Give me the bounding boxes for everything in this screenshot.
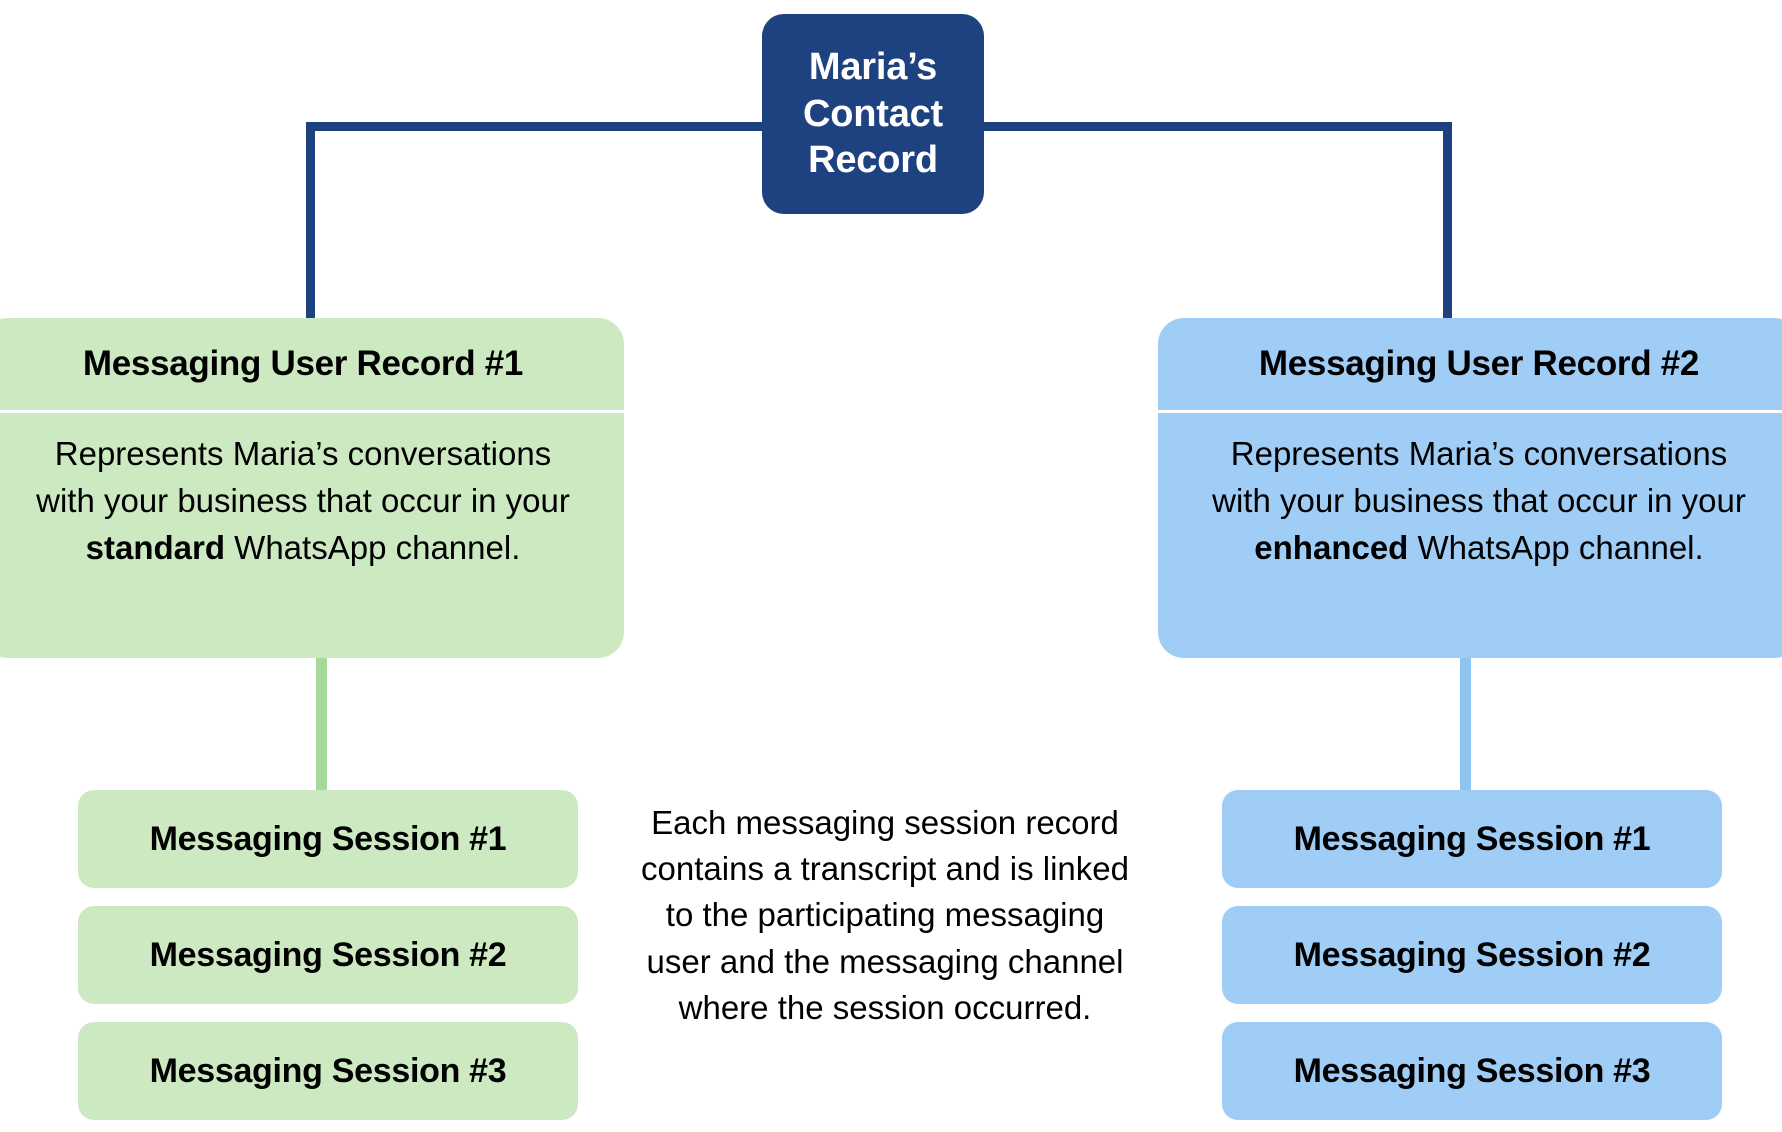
right-session-label-3: Messaging Session #3 [1293, 1051, 1651, 1090]
card-divider [1158, 410, 1782, 413]
left-session-label-3: Messaging Session #3 [149, 1051, 507, 1090]
right-session-chip-1[interactable]: Messaging Session #1 [1222, 790, 1722, 888]
left-session-chip-3[interactable]: Messaging Session #3 [78, 1022, 578, 1120]
card-divider [0, 410, 624, 413]
right-session-chip-2[interactable]: Messaging Session #2 [1222, 906, 1722, 1004]
messaging-user-record-2-header: Messaging User Record #2 [1158, 318, 1782, 410]
messaging-user-record-2-body: Represents Maria’s conversations with yo… [1158, 413, 1782, 572]
left-session-label-1: Messaging Session #1 [149, 819, 507, 858]
connector-left-card-to-sessions [316, 654, 327, 794]
body-prefix: Represents Maria’s conversations with yo… [36, 435, 570, 519]
connector-right-card-to-sessions [1460, 654, 1471, 794]
contact-record-label: Maria’s Contact Record [802, 46, 944, 182]
right-session-chip-3[interactable]: Messaging Session #3 [1222, 1022, 1722, 1120]
right-session-label-1: Messaging Session #1 [1293, 819, 1651, 858]
connector-root-to-left-card [306, 122, 315, 322]
body-emphasis: standard [85, 528, 226, 566]
messaging-user-record-1-body: Represents Maria’s conversations with yo… [0, 413, 624, 572]
messaging-user-record-1-card[interactable]: Messaging User Record #1 Represents Mari… [0, 318, 624, 658]
messaging-user-record-2-title: Messaging User Record #2 [1258, 344, 1700, 383]
left-session-chip-2[interactable]: Messaging Session #2 [78, 906, 578, 1004]
connector-root-to-right-card [1443, 122, 1452, 322]
body-suffix: WhatsApp channel. [225, 528, 521, 566]
contact-record-node[interactable]: Maria’s Contact Record [762, 14, 984, 214]
messaging-user-record-1-title: Messaging User Record #1 [82, 344, 524, 383]
center-explanation-text: Each messaging session record contains a… [641, 804, 1129, 1026]
messaging-user-record-2-card[interactable]: Messaging User Record #2 Represents Mari… [1158, 318, 1782, 658]
right-session-label-2: Messaging Session #2 [1293, 935, 1651, 974]
body-suffix: WhatsApp channel. [1408, 528, 1704, 566]
left-session-label-2: Messaging Session #2 [149, 935, 507, 974]
messaging-user-record-1-header: Messaging User Record #1 [0, 318, 624, 410]
left-session-chip-1[interactable]: Messaging Session #1 [78, 790, 578, 888]
body-prefix: Represents Maria’s conversations with yo… [1212, 435, 1746, 519]
body-emphasis: enhanced [1254, 528, 1409, 566]
